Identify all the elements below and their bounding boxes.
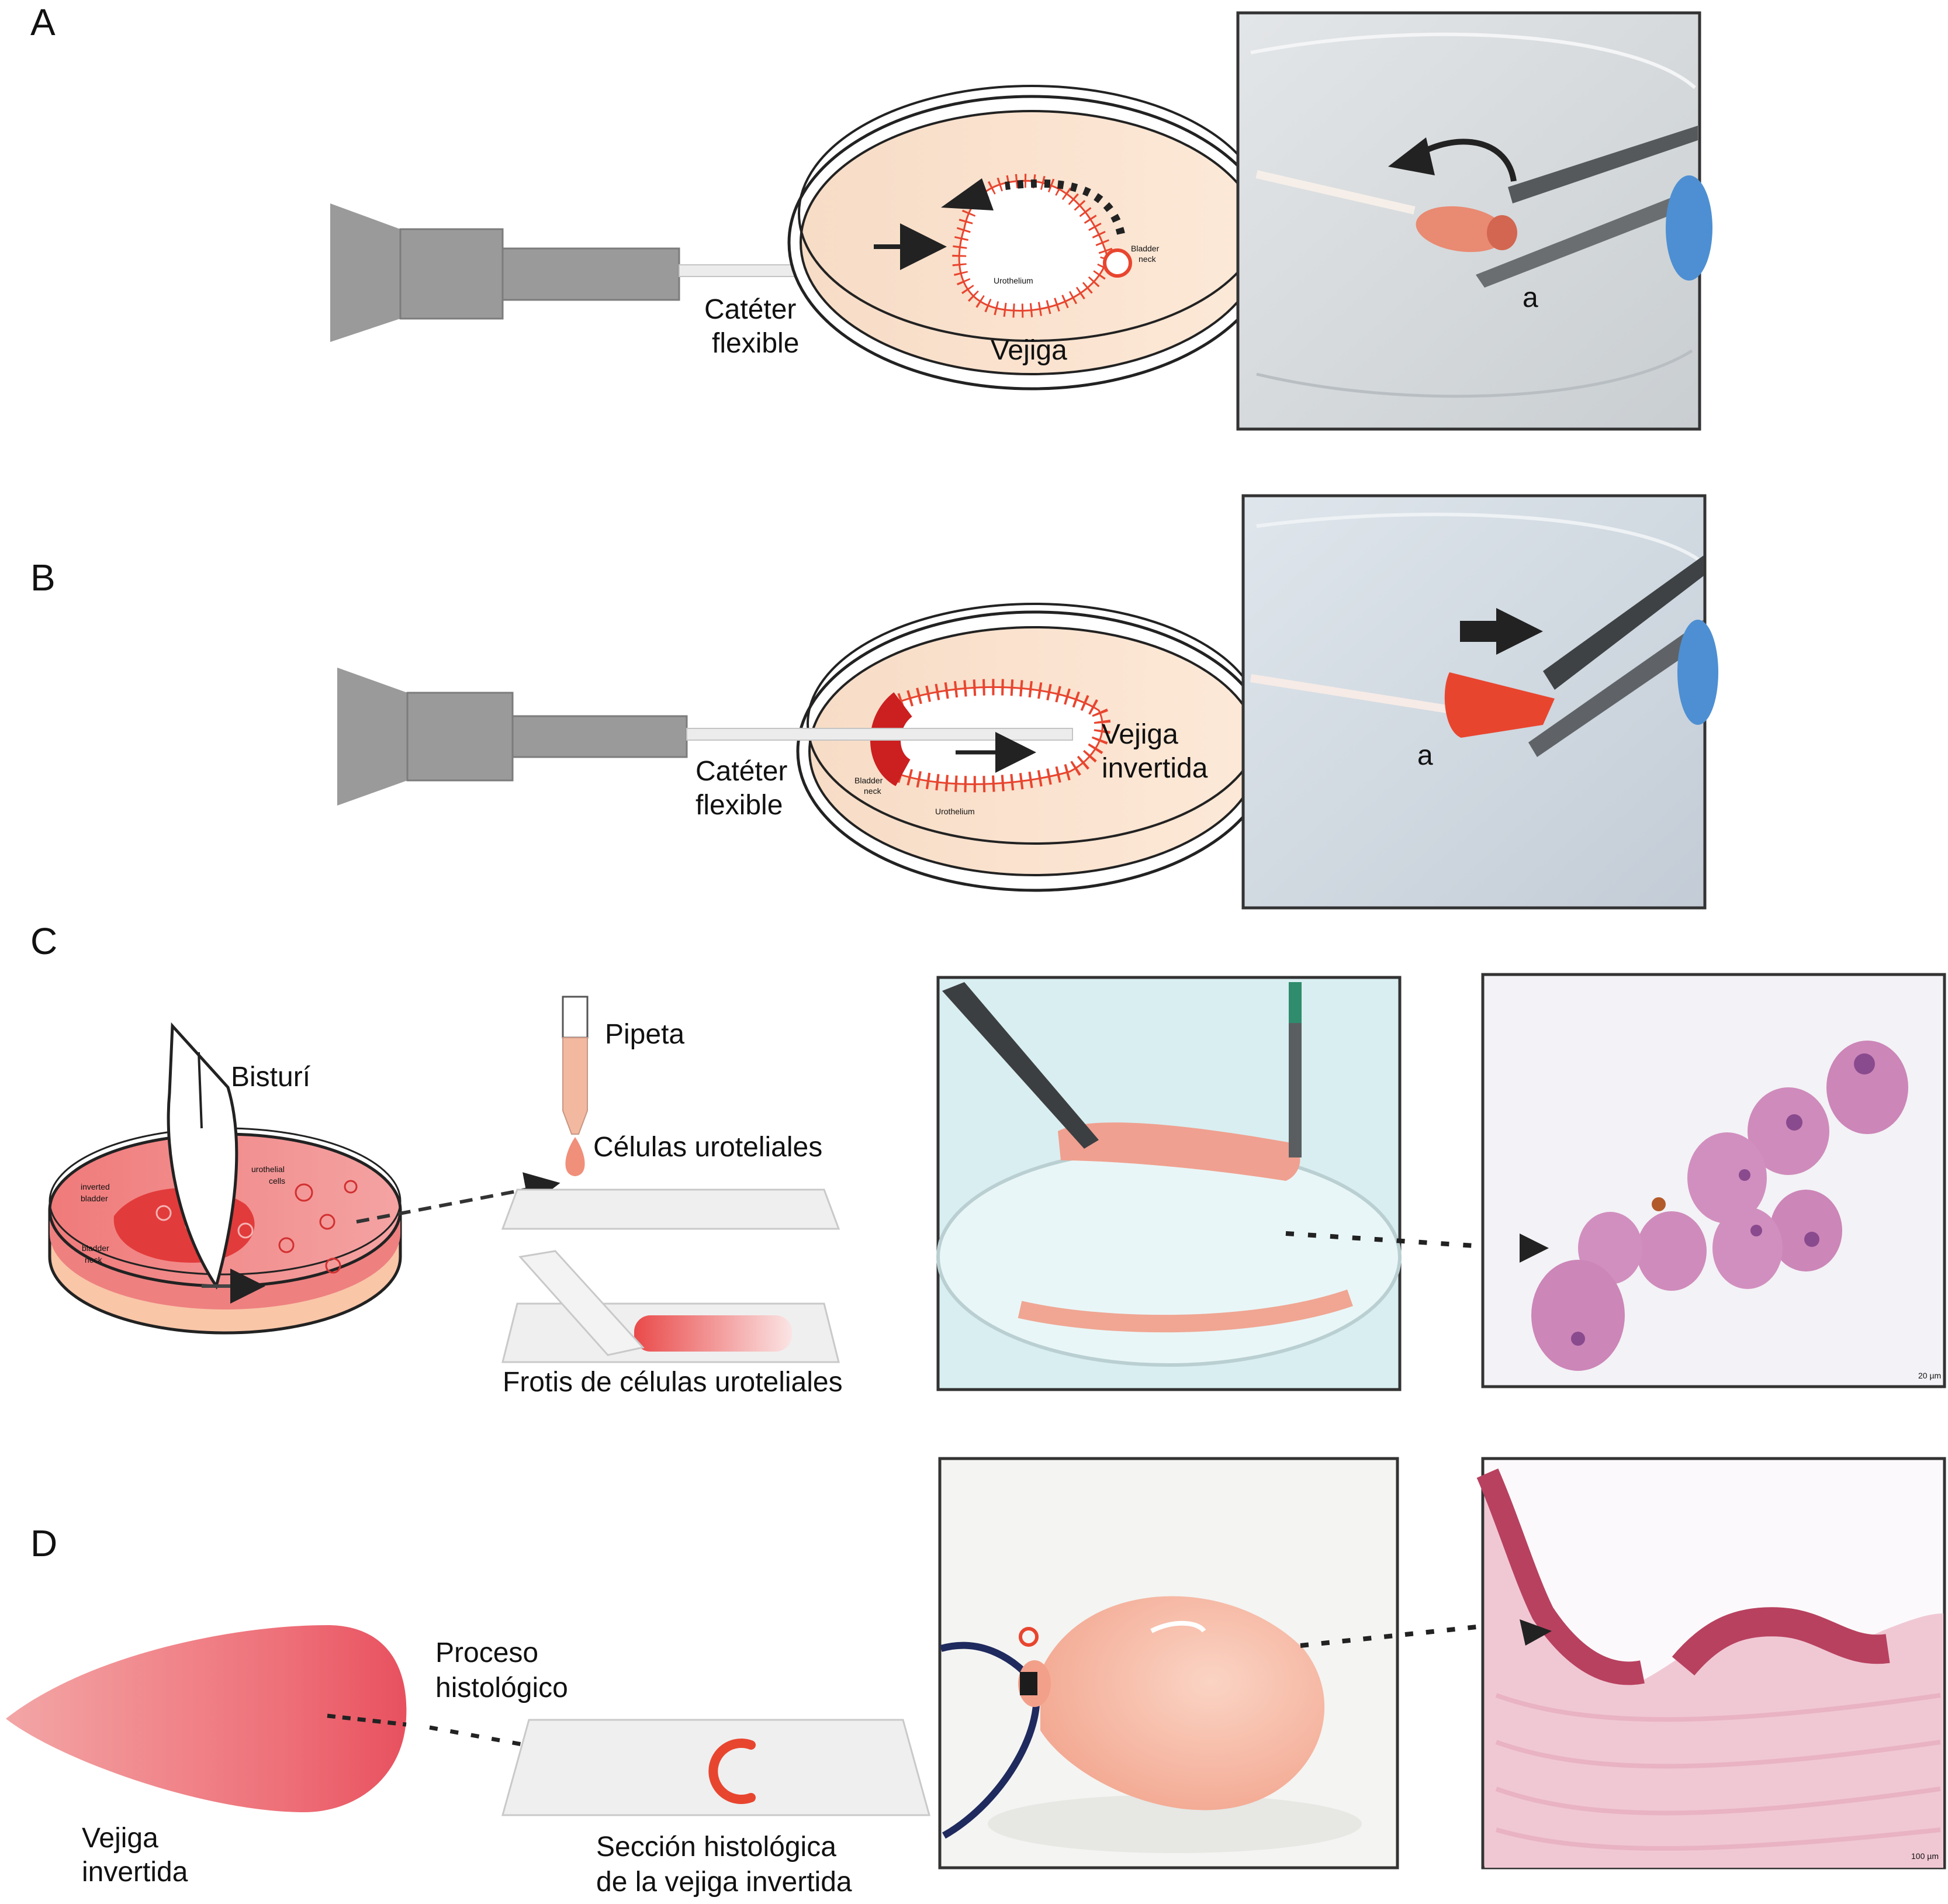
urothelial-cells-label: Células uroteliales xyxy=(593,1132,822,1163)
pipette-label: Pipeta xyxy=(605,1019,684,1050)
process-label-d-2: histológico xyxy=(435,1673,568,1703)
slide-drop xyxy=(501,1188,840,1230)
scalpel-label: Bisturí xyxy=(231,1062,311,1093)
bladder-neck-label-b-2: neck xyxy=(864,786,882,796)
cells-link-arrow-c xyxy=(1285,1231,1511,1250)
urothelium-label-a: Urothelium xyxy=(994,276,1033,285)
bladder-neck-label-a-1: Bladder xyxy=(1131,244,1160,253)
bladder-label-a: Vejiga xyxy=(991,335,1067,366)
photo-d-balloon xyxy=(938,1457,1494,1870)
bladder-neck-label-b-1: Bladder xyxy=(854,776,883,785)
catheter-label-b-2: flexible xyxy=(696,790,783,821)
dotted-curve-arrow-a xyxy=(1005,179,1125,235)
dish-label-urothelial-2: cells xyxy=(269,1176,285,1186)
catheter-label-b-1: Catéter xyxy=(696,756,787,787)
smear-label: Frotis de células uroteliales xyxy=(503,1367,843,1398)
photo-marker-b: a xyxy=(1417,740,1433,771)
transfer-arrow-c xyxy=(356,1172,560,1224)
inverted-bladder-label-b-2: invertida xyxy=(1102,753,1208,784)
catheter-label-a-1: Catéter xyxy=(704,294,796,325)
flexible-catheter-b xyxy=(686,728,1073,741)
scale-bar-d: 100 µm xyxy=(1911,1851,1939,1861)
panel-a: A Urothelium Bladder neck Catéter flexib… xyxy=(30,1,1712,431)
smear-slide xyxy=(501,1250,840,1363)
photo-d-histology: 100 µm xyxy=(1476,1457,1946,1870)
process-link-d xyxy=(327,1713,407,1727)
scale-bar-c: 20 µm xyxy=(1918,1371,1941,1380)
panel-a-letter: A xyxy=(30,1,56,43)
panel-d-letter: D xyxy=(30,1522,57,1564)
inverted-bladder-label-d-1: Vejiga xyxy=(82,1823,158,1854)
bladder-neck-label-a-2: neck xyxy=(1139,254,1157,264)
histology-slide-d xyxy=(501,1719,930,1816)
dish-label-urothelial-1: urothelial xyxy=(251,1164,285,1174)
inverted-bladder-label-b-1: Vejiga xyxy=(1102,719,1178,750)
inverted-bladder-shape-d xyxy=(6,1625,407,1812)
photo-marker-a: a xyxy=(1523,282,1538,313)
urothelium-label-b: Urothelium xyxy=(935,807,975,816)
panel-b: B Bladder neck Urothelium Catéter flexib… xyxy=(30,494,1718,910)
panel-d: D Proceso histológico Vejiga invertida S… xyxy=(6,1457,1946,1898)
photo-a: a xyxy=(1236,11,1712,431)
section-label-d-2: de la vejiga invertida xyxy=(596,1867,852,1898)
panel-b-letter: B xyxy=(30,557,56,599)
dish-label-inverted-1: inverted xyxy=(81,1182,110,1191)
culture-dish-c: inverted bladder urothelial cells bladde… xyxy=(48,1127,402,1335)
panel-c-letter: C xyxy=(30,920,57,962)
panel-c: C inverted bladder urothelial cells blad… xyxy=(30,920,1946,1398)
process-label-d-1: Proceso xyxy=(435,1637,538,1668)
photo-c-cytology: 20 µm xyxy=(1481,973,1946,1388)
dish-label-inverted-2: bladder xyxy=(81,1194,108,1203)
pipette xyxy=(562,996,589,1176)
dotted-arrowhead-a xyxy=(941,178,994,210)
inverted-bladder-label-d-2: invertida xyxy=(82,1857,188,1888)
section-label-d-1: Sección histológica xyxy=(596,1832,836,1862)
dish-label-neck-1: bladder xyxy=(82,1243,109,1253)
photo-c-dish xyxy=(936,976,1511,1391)
aspiration-device-a xyxy=(330,203,680,342)
aspiration-device-b xyxy=(337,668,688,806)
dish-label-neck-2: neck xyxy=(85,1255,103,1264)
catheter-label-a-2: flexible xyxy=(712,328,799,359)
bladder-diagram-a: Urothelium Bladder neck xyxy=(952,174,1160,318)
photo-b: a xyxy=(1241,494,1718,910)
